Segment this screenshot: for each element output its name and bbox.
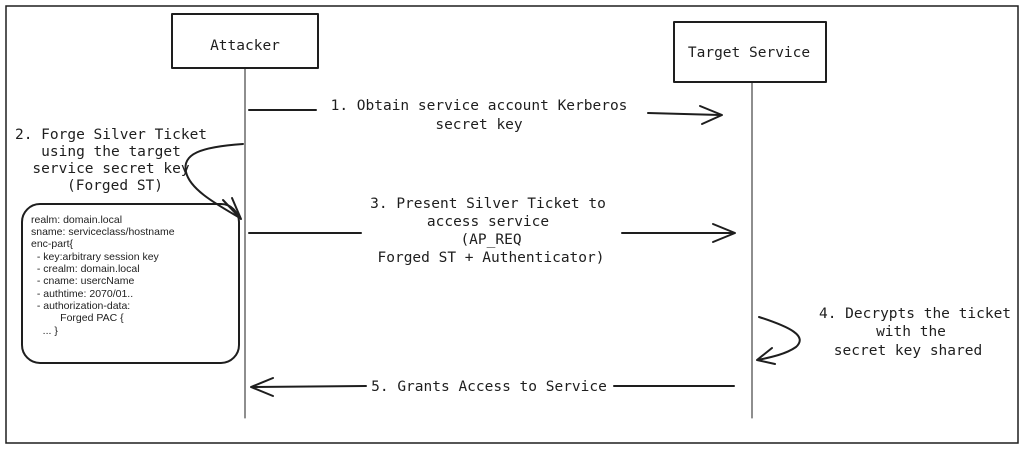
- forged-ticket-box: realm: domain.local sname: serviceclass/…: [21, 203, 240, 364]
- message-1-line-1: 1. Obtain service account Kerberos: [331, 98, 628, 114]
- message-2-line-3: service secret key: [32, 161, 189, 177]
- message-3-arrow: [248, 223, 736, 243]
- message-4-curved-arrow: [756, 316, 801, 365]
- message-2-line-2: using the target: [41, 144, 181, 160]
- message-1-line-2: secret key: [435, 117, 523, 133]
- message-5-label: 5. Grants Access to Service: [371, 379, 607, 395]
- message-3-line-4: Forged ST + Authenticator): [378, 250, 605, 266]
- message-2-line-4: (Forged ST): [67, 178, 163, 194]
- attacker-label: Attacker: [210, 38, 280, 54]
- message-3-line-3: (AP_REQ: [460, 232, 521, 248]
- ticket-field: - cname: usercName: [31, 275, 134, 287]
- message-4-line-3: secret key shared: [834, 343, 982, 359]
- message-1-arrow: [248, 105, 723, 125]
- message-1-label: 1. Obtain service account Kerberos secre…: [331, 98, 628, 133]
- ticket-field: - key:arbitrary session key: [31, 251, 160, 263]
- ticket-field: Forged PAC {: [31, 312, 124, 324]
- message-3-line-1: 3. Present Silver Ticket to: [370, 196, 606, 212]
- ticket-field: ... }: [31, 325, 58, 337]
- message-5-arrow: [250, 377, 735, 397]
- message-2-line-1: 2. Forge Silver Ticket: [15, 127, 207, 143]
- ticket-field: - authtime: 2070/01..: [31, 288, 133, 300]
- ticket-field: - crealm: domain.local: [31, 263, 140, 275]
- message-3-line-2: access service: [427, 214, 549, 230]
- message-4-line-1: 4. Decrypts the ticket: [819, 306, 1011, 322]
- target-service-participant: Target Service: [673, 21, 827, 83]
- message-2-label: 2. Forge Silver Ticket using the target …: [15, 127, 207, 194]
- ticket-field: - authorization-data:: [31, 300, 130, 312]
- diagram-frame: [5, 5, 1019, 444]
- message-2-curved-arrow: [184, 143, 244, 220]
- attacker-participant: Attacker: [171, 13, 319, 69]
- ticket-field: realm: domain.local: [31, 214, 122, 226]
- ticket-field: enc-part{: [31, 238, 74, 250]
- message-4-label: 4. Decrypts the ticket with the secret k…: [819, 306, 1011, 359]
- forged-ticket-fields: realm: domain.local sname: serviceclass/…: [31, 214, 175, 337]
- target-service-label: Target Service: [688, 45, 810, 61]
- message-3-label: 3. Present Silver Ticket to access servi…: [370, 196, 606, 266]
- ticket-field: sname: serviceclass/hostname: [31, 226, 175, 238]
- message-4-line-2: with the: [876, 324, 946, 340]
